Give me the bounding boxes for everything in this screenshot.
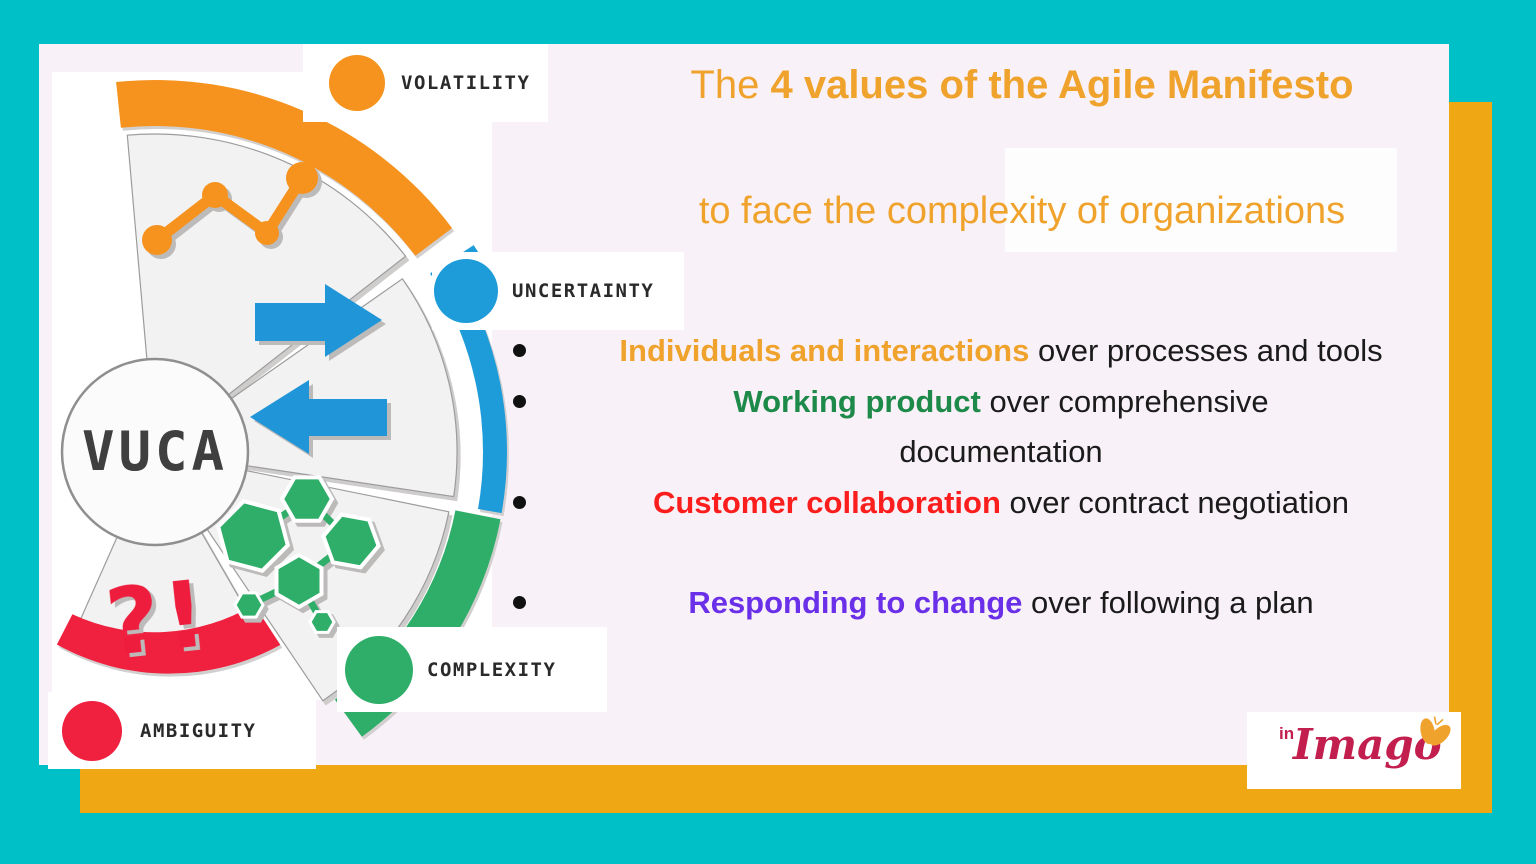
ambiguity-label-chip: AMBIGUITY bbox=[48, 692, 316, 769]
question-exclamation-icon: ?! bbox=[101, 560, 215, 677]
value-highlight: Working product bbox=[733, 384, 981, 419]
uncertainty-band-lower bbox=[459, 320, 507, 514]
value-rest: over following a plan bbox=[1022, 585, 1314, 620]
list-item: Customer collaboration over contract neg… bbox=[513, 478, 1457, 528]
logo-wordmark: Imago bbox=[1293, 720, 1442, 769]
title-block: The 4 values of the Agile Manifesto to f… bbox=[582, 60, 1462, 236]
volatility-band bbox=[116, 79, 453, 256]
uncertainty-dot-icon bbox=[434, 259, 498, 323]
ambiguity-label: AMBIGUITY bbox=[140, 719, 257, 742]
title-prefix: The bbox=[690, 63, 771, 107]
volatility-label-chip: VOLATILITY bbox=[303, 44, 548, 122]
agile-values-list: Individuals and interactions over proces… bbox=[513, 326, 1457, 628]
vuca-center-circle bbox=[60, 357, 250, 547]
hexagon-network-icon bbox=[215, 475, 381, 634]
value-highlight: Responding to change bbox=[688, 585, 1023, 620]
list-item: Responding to change over following a pl… bbox=[513, 578, 1457, 628]
value-rest: over comprehensive documentation bbox=[899, 384, 1269, 469]
vuca-center-label: VUCA bbox=[82, 420, 228, 483]
butterfly-icon bbox=[1420, 716, 1451, 746]
bullet-icon bbox=[513, 395, 526, 408]
bullet-icon bbox=[513, 496, 526, 509]
complexity-label-chip: COMPLEXITY bbox=[337, 627, 607, 712]
list-item: Working product over comprehensive docum… bbox=[513, 377, 1457, 477]
uncertainty-label-chip: UNCERTAINTY bbox=[432, 252, 684, 330]
value-highlight: Individuals and interactions bbox=[619, 333, 1030, 368]
background-highlight-box bbox=[1005, 148, 1397, 252]
value-rest: over processes and tools bbox=[1029, 333, 1383, 368]
page-subtitle: to face the complexity of organizations bbox=[698, 190, 1346, 232]
bullet-icon bbox=[513, 344, 526, 357]
vuca-wheel-diagram: ?! VUCA bbox=[56, 79, 508, 737]
ambiguity-band bbox=[56, 604, 281, 674]
volatility-dot-icon bbox=[329, 55, 385, 111]
line-chart-icon bbox=[142, 162, 318, 255]
volatility-label: VOLATILITY bbox=[401, 72, 531, 94]
title-bold: 4 values of the Agile Manifesto bbox=[770, 63, 1354, 107]
value-highlight: Customer collaboration bbox=[652, 485, 1001, 520]
logo-prefix: in bbox=[1279, 724, 1295, 743]
complexity-label: COMPLEXITY bbox=[427, 658, 557, 681]
left-arrow bbox=[250, 380, 387, 454]
page-title: The 4 values of the Agile Manifesto bbox=[582, 60, 1462, 110]
complexity-dot-icon bbox=[345, 635, 413, 704]
uncertainty-label: UNCERTAINTY bbox=[512, 280, 655, 302]
bullet-icon bbox=[513, 596, 526, 609]
right-arrow bbox=[255, 284, 382, 357]
ambiguity-dot-icon bbox=[62, 700, 122, 761]
list-item: Individuals and interactions over proces… bbox=[513, 326, 1457, 376]
imago-logo: in Imago bbox=[1247, 712, 1461, 789]
value-rest: over contract negotiation bbox=[1000, 485, 1350, 520]
exchange-arrows-icon bbox=[250, 284, 387, 454]
